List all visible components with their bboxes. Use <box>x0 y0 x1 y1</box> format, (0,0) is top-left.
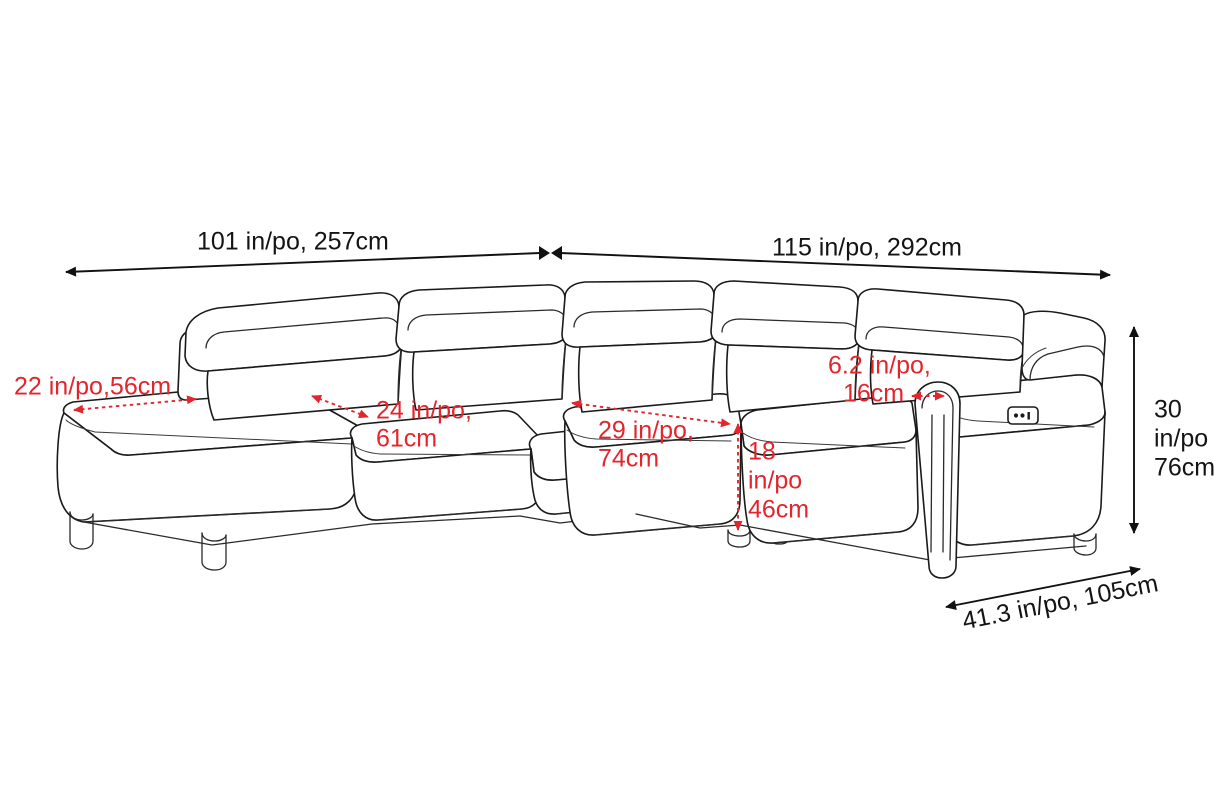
span-divider-tick-right <box>551 246 562 260</box>
overall-depth-line <box>945 566 1141 610</box>
overall-left-span-label: 101 in/po, 257cm <box>197 228 389 256</box>
seat-height-label-2: in/po <box>748 467 802 495</box>
arm-width-label-2: 16cm <box>843 380 904 408</box>
right-seat-width-label-1: 29 in/po, <box>598 417 694 445</box>
overall-height-label-1: 30 <box>1154 396 1182 424</box>
seat-height-label-1: 18 <box>748 438 776 466</box>
sofa-body <box>56 280 1106 579</box>
overall-height-label-3: 76cm <box>1154 454 1214 482</box>
right-recliner-module <box>739 374 1106 561</box>
right-seat-width-line <box>571 399 731 428</box>
left-seat-width-label-2: 61cm <box>376 425 437 453</box>
left-seat-module <box>349 409 542 525</box>
seat-height-label-3: 46cm <box>748 496 809 524</box>
right-seat-width-label-2: 74cm <box>598 445 659 473</box>
red-dimension-lines <box>73 391 945 531</box>
black-dimension-lines <box>65 246 1141 610</box>
overall-depth-label: 41.3 in/po, 105cm <box>960 569 1160 635</box>
chaise-seat-depth-label: 22 in/po,56cm <box>14 373 171 401</box>
overall-height-label-2: in/po <box>1154 425 1208 453</box>
left-seat-width-line <box>311 394 369 419</box>
arm-width-label-1: 6.2 in/po, <box>828 352 931 380</box>
left-seat-width-label-1: 24 in/po, <box>376 397 472 425</box>
power-recline-button[interactable] <box>1007 406 1039 425</box>
overall-left-span-line <box>65 252 541 277</box>
overall-right-span-label: 115 in/po, 292cm <box>772 234 962 262</box>
overall-right-span-line <box>559 252 1111 280</box>
span-divider-tick-left <box>539 246 550 260</box>
dimension-labels: 101 in/po, 257cm 115 in/po, 292cm 30 in/… <box>14 228 1214 636</box>
recliner-arm-bar <box>914 381 961 579</box>
